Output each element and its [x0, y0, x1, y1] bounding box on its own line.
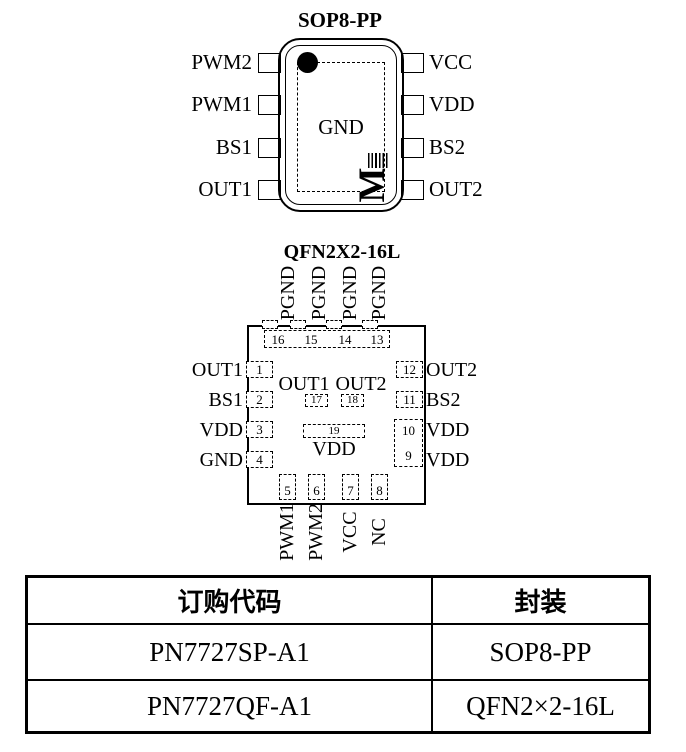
sop8-pin1-stub: [258, 53, 281, 73]
sop8-pin8-stub: [401, 53, 424, 73]
qfn-pin15-label: PGND: [308, 265, 330, 321]
qfn-pin5-number: 5: [284, 483, 291, 498]
qfn-pin12-label: OUT2: [426, 359, 478, 381]
qfn-pad17-number: 17: [311, 394, 322, 406]
vendor-logo-stripes-icon: [368, 153, 389, 168]
qfn-pin11-number: 11: [403, 392, 416, 407]
qfn-pin4-label: GND: [199, 449, 243, 471]
sop8-package-inner-outline: [285, 45, 397, 205]
qfn-pad17-label: OUT1: [278, 373, 330, 395]
sop8-pin-label-bs1: BS1: [215, 135, 252, 159]
sop8-pin1-marker-icon: [297, 52, 318, 73]
qfn-pin7-label: VCC: [339, 511, 361, 553]
sop8-pin-label-vcc: VCC: [429, 50, 473, 74]
qfn-pin4-pad: 4: [246, 451, 273, 468]
qfn-package-body: [247, 325, 426, 505]
ordering-table: 订购代码 封装 PN7727SP-A1 SOP8-PP PN7727QF-A1 …: [25, 575, 651, 734]
sop8-pin-label-out1: OUT1: [198, 177, 252, 201]
sop8-pin2-stub: [258, 95, 281, 115]
vendor-logo-icon: M: [352, 152, 393, 206]
qfn-top-pad-stub: [262, 320, 278, 329]
qfn-pin2-number: 2: [256, 392, 263, 407]
sop8-pin3-stub: [258, 138, 281, 158]
qfn-pin13-label: PGND: [368, 265, 390, 321]
qfn-pin15-number: 15: [304, 332, 318, 347]
qfn-pad19-number: 19: [328, 424, 340, 437]
sop8-pin5-stub: [401, 180, 424, 200]
sop8-pin-label-vdd: VDD: [429, 92, 475, 116]
sop8-pin-label-pwm1: PWM1: [191, 92, 252, 116]
qfn-pin8-pad: 8: [371, 474, 388, 500]
qfn-pin12-number: 12: [403, 362, 416, 377]
qfn-pin10-9-merged-pad: 10 9: [394, 419, 423, 467]
qfn-pad18-number: 18: [347, 394, 358, 406]
sop8-exposed-pad: GND: [297, 62, 385, 192]
ordering-table-header-code: 订购代码: [28, 578, 433, 625]
qfn-pad18: 18: [341, 394, 364, 407]
qfn-pin10-number: 10: [402, 423, 415, 438]
sop8-package-body: [278, 38, 404, 212]
ordering-table-row1-code: PN7727SP-A1: [28, 625, 433, 681]
sop8-pin-label-out2: OUT2: [429, 177, 483, 201]
sop8-pin-label-pwm2: PWM2: [191, 50, 252, 74]
qfn-pin4-number: 4: [256, 452, 263, 467]
sop8-pin6-stub: [401, 138, 424, 158]
sop8-pin-label-bs2: BS2: [429, 135, 466, 159]
qfn-pin3-pad: 3: [246, 421, 273, 438]
qfn-pad18-label: OUT2: [335, 373, 387, 395]
qfn-pad17: 17: [305, 394, 328, 407]
qfn-package-title: QFN2X2-16L: [283, 241, 401, 263]
qfn-pin1-number: 1: [256, 362, 263, 377]
qfn-pin16-label: PGND: [277, 265, 299, 321]
qfn-pin1-pad: 1: [246, 361, 273, 378]
qfn-pin6-number: 6: [313, 483, 320, 498]
qfn-top-pad-stub: [362, 320, 378, 329]
qfn-pin8-label: NC: [368, 518, 390, 546]
qfn-pin7-pad: 7: [342, 474, 359, 500]
ordering-table-row2-code: PN7727QF-A1: [28, 681, 433, 731]
qfn-pin10-label: VDD: [426, 419, 470, 441]
qfn-pin5-label: PWM1: [276, 503, 298, 561]
qfn-pad19: 19: [303, 424, 365, 438]
qfn-pin5-pad: 5: [279, 474, 296, 500]
qfn-pin8-number: 8: [376, 483, 383, 498]
qfn-pin16-number: 16: [271, 332, 285, 347]
qfn-pin12-pad: 12: [396, 361, 423, 378]
qfn-top-merged-pad: 16 15 14 13: [264, 330, 390, 348]
qfn-pad19-label: VDD: [312, 438, 356, 460]
qfn-pin11-pad: 11: [396, 391, 423, 408]
qfn-pin6-label: PWM2: [305, 503, 327, 561]
qfn-pin11-label: BS2: [426, 389, 461, 411]
sop8-exposed-pad-label: GND: [318, 114, 364, 139]
qfn-pin14-label: PGND: [339, 265, 361, 321]
qfn-pin7-number: 7: [347, 483, 354, 498]
qfn-pin6-pad: 6: [308, 474, 325, 500]
qfn-pin9-label: VDD: [426, 449, 470, 471]
ordering-table-row1-package: SOP8-PP: [433, 625, 648, 681]
qfn-top-pad-stub: [326, 320, 342, 329]
qfn-pin1-label: OUT1: [191, 359, 243, 381]
qfn-pin3-number: 3: [256, 422, 263, 437]
sop8-pin7-stub: [401, 95, 424, 115]
ordering-table-row2-package: QFN2×2-16L: [466, 690, 615, 721]
qfn-pin9-number: 9: [405, 448, 412, 463]
qfn-pin14-number: 14: [338, 332, 352, 347]
qfn-pin13-number: 13: [370, 332, 384, 347]
vendor-logo-letter-icon: M: [352, 167, 393, 203]
qfn-pin3-label: VDD: [199, 419, 243, 441]
sop8-package-title: SOP8-PP: [298, 8, 382, 32]
qfn-pin2-pad: 2: [246, 391, 273, 408]
qfn-pin2-label: BS1: [208, 389, 243, 411]
ordering-table-header-package: 封装: [433, 578, 648, 625]
qfn-top-pad-stub: [290, 320, 306, 329]
